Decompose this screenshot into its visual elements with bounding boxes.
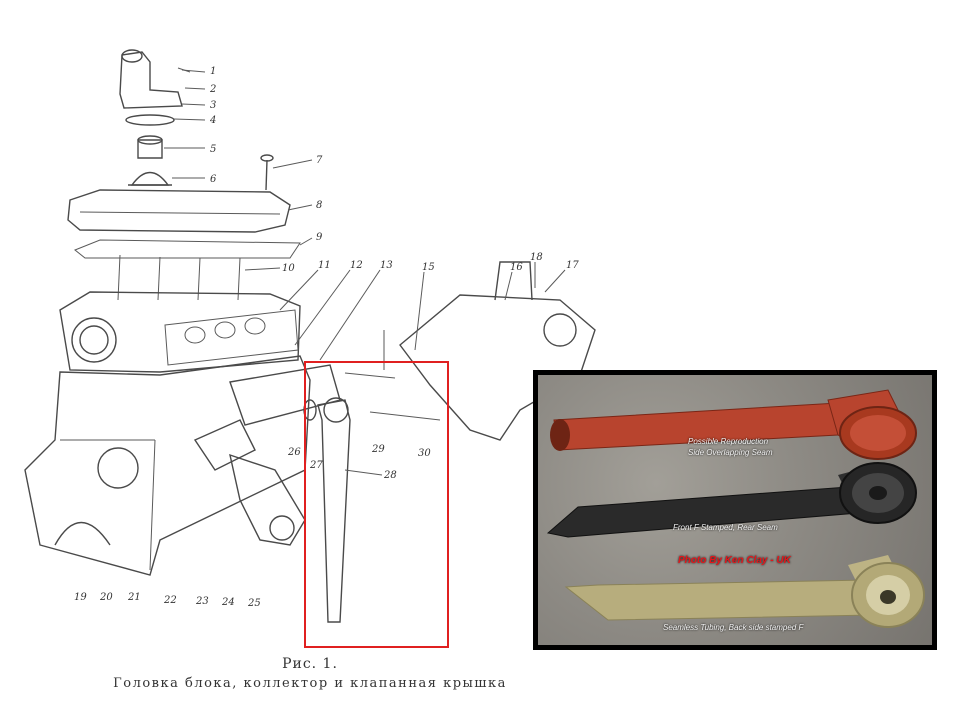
callout-27: 27 [309,460,323,471]
gasket-ring [125,114,175,126]
engine-block [24,355,311,576]
thermostat-cap [128,171,172,186]
callout-15: 15 [422,262,435,273]
caption-red-line2: Side Overlapping Seam [688,448,773,457]
callout-28: 28 [383,470,397,481]
cylinder-head [59,291,301,373]
callout-18: 18 [530,252,543,263]
photo-tubes [546,389,925,628]
photo-credit: Photo By Ken Clay - UK [678,555,791,566]
tan-tube [564,555,925,628]
callout-25: 25 [247,598,261,609]
parts-photo: Possible Reproduction Side Overlapping S… [538,375,932,645]
figure-caption: Рис. 1. Головка блока, коллектор и клапа… [100,656,520,691]
caption-black: Front F Stamped, Rear Seam [673,523,778,532]
callout-12: 12 [350,260,363,271]
black-tube [546,462,917,538]
callout-9: 9 [316,232,323,243]
red-tube [550,389,917,460]
callout-8: 8 [316,200,322,211]
highlight-box [304,361,449,648]
callout-21: 21 [127,592,141,603]
callout-20: 20 [99,592,113,603]
caption-tan: Seamless Tubing, Back side stamped F [663,623,804,632]
pcv-tube [303,397,351,623]
callout-19: 19 [74,592,87,603]
callout-3: 3 [210,100,216,111]
caption-red-line1: Possible Reproduction [688,437,769,446]
valve-cover [67,189,291,233]
callout-16: 16 [510,262,523,273]
valve-cover-bolt [260,154,274,191]
callout-4: 4 [209,115,216,126]
intake-manifold [193,364,341,471]
callout-26: 26 [287,447,301,458]
thermostat [137,135,163,159]
callout-17: 17 [566,260,579,271]
photo-panel: Possible Reproduction Side Overlapping S… [533,370,937,650]
callout-13: 13 [380,260,393,271]
callout-10: 10 [282,263,295,274]
figure-number: Рис. 1. [282,656,338,672]
callout-29: 29 [371,444,385,455]
thermostat-housing [119,49,191,109]
callout-5: 5 [210,144,216,155]
manifold-gasket [164,309,299,366]
callout-22: 22 [163,595,177,606]
callout-23: 23 [195,596,209,607]
fuel-pump [229,453,306,546]
callout-6: 6 [210,174,217,185]
callout-30: 30 [418,448,431,459]
callout-11: 11 [318,260,331,271]
callout-labels: 1 2 3 4 5 6 7 8 9 10 11 12 13 15 16 17 1… [74,66,579,609]
head-gasket [74,239,301,259]
bolts [344,372,441,421]
figure-title: Головка блока, коллектор и клапанная кры… [113,676,507,691]
callout-2: 2 [209,84,216,95]
callout-7: 7 [316,155,323,166]
leader-lines [164,69,566,476]
callout-24: 24 [221,597,235,608]
callout-1: 1 [210,66,216,77]
